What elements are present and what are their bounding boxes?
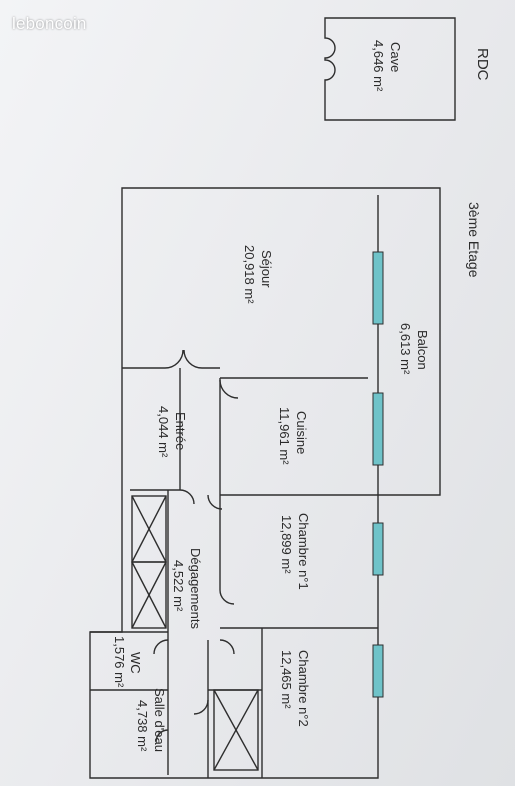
leboncoin-logo: leboncoin [12, 14, 87, 33]
shower [213, 689, 259, 771]
entree-name: Entrée [173, 412, 188, 450]
ground-floor-title: RDC [474, 48, 491, 81]
cuisine-area: 11,961 m² [277, 407, 292, 465]
cuisine-name: Cuisine [294, 411, 309, 454]
closet-2 [131, 561, 167, 629]
cave-area: 4,646 m² [371, 40, 386, 92]
salle-eau-area: 4,738 m² [135, 700, 150, 752]
walls [89, 17, 456, 779]
cave-name: Cave [388, 42, 403, 72]
labels: RDC Cave 4,646 m² 3ème Etage Balcon 6,61… [112, 40, 491, 752]
chambre2-area: 12,465 m² [279, 650, 294, 709]
salle-eau-name: Salle d'eau [152, 688, 167, 752]
entree-area: 4,044 m² [156, 406, 171, 458]
degagements-name: Dégagements [188, 548, 203, 629]
window [372, 251, 384, 325]
wc-name: WC [128, 652, 143, 674]
balcon-area: 6,613 m² [398, 323, 413, 375]
window [372, 522, 384, 576]
sejour-name: Séjour [259, 250, 274, 288]
chambre1-area: 12,899 m² [279, 515, 294, 574]
windows [372, 251, 384, 698]
chambre2-name: Chambre n°2 [296, 650, 311, 727]
sejour-area: 20,918 m² [242, 245, 257, 304]
balcon-name: Balcon [415, 330, 430, 370]
window [372, 644, 384, 698]
door-arc [164, 349, 184, 369]
third-floor-title: 3ème Etage [466, 202, 482, 278]
chambre1-name: Chambre n°1 [296, 513, 311, 590]
window [372, 392, 384, 466]
degagements-area: 4,522 m² [171, 560, 186, 612]
cave-wall [324, 17, 456, 121]
wc-area: 1,576 m² [112, 636, 127, 688]
